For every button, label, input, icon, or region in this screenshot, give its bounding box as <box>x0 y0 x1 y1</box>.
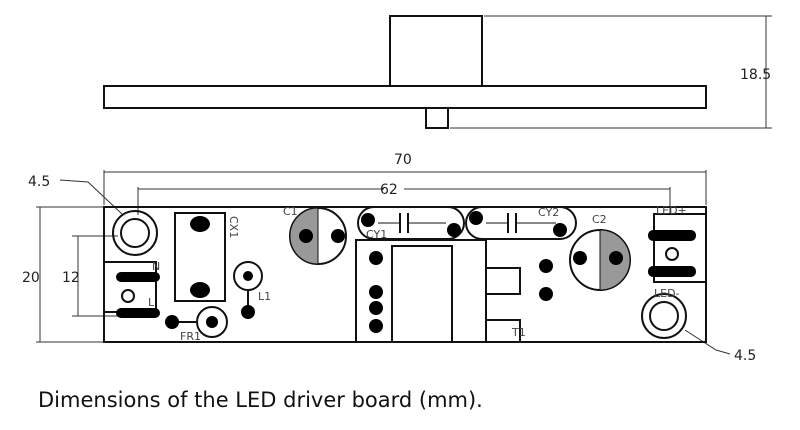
mounting-hole-right <box>641 293 687 339</box>
component-cy2 <box>465 206 577 240</box>
component-cx1 <box>174 212 226 302</box>
width-dimension-label: 20 <box>22 270 40 286</box>
side-view-pin <box>425 107 449 129</box>
label-n: N <box>152 260 160 273</box>
component-fr1 <box>165 306 228 338</box>
label-c2: C2 <box>592 213 607 226</box>
height-dimension-label: 18.5 <box>740 67 771 83</box>
side-view-board <box>103 85 707 109</box>
inner-width-dimension-label: 12 <box>62 270 80 286</box>
label-fr1: FR1 <box>180 330 201 343</box>
hole-left-leader <box>59 179 123 215</box>
label-led-plus: LED+ <box>656 204 687 217</box>
t1-pins <box>369 251 553 333</box>
side-view <box>103 15 707 129</box>
hole-spacing-dimension-label: 62 <box>380 182 398 198</box>
hole-spacing-dimension <box>137 187 671 215</box>
label-cx1: CX1 <box>227 216 240 238</box>
label-led-minus: LED- <box>654 287 680 300</box>
side-view-transformer <box>389 15 483 87</box>
mounting-hole-left <box>112 210 158 256</box>
hole-right-leader <box>684 329 731 355</box>
label-l: L <box>148 296 155 309</box>
component-c2 <box>569 229 631 291</box>
figure-caption: Dimensions of the LED driver board (mm). <box>38 388 483 412</box>
length-dimension <box>103 170 707 205</box>
component-l1 <box>233 261 263 319</box>
label-t1: T1 <box>511 326 526 339</box>
component-cy1 <box>357 206 465 240</box>
width-dimension <box>36 206 104 343</box>
inner-width-dimension <box>72 235 118 317</box>
output-connector <box>648 213 707 283</box>
label-c1: C1 <box>283 205 298 218</box>
component-c1 <box>289 207 347 265</box>
label-cy2: CY2 <box>538 206 559 219</box>
hole-right-dimension-label: 4.5 <box>734 348 756 364</box>
hole-left-dimension-label: 4.5 <box>28 174 50 190</box>
length-dimension-label: 70 <box>394 152 412 168</box>
label-cy1: CY1 <box>366 228 387 241</box>
height-dimension <box>450 15 772 129</box>
label-l1: L1 <box>258 290 271 303</box>
input-connector <box>103 261 160 318</box>
